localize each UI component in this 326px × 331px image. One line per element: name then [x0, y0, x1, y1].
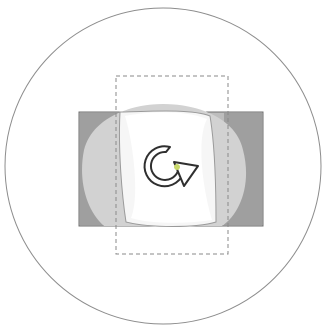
rotate-icon-accent	[174, 164, 180, 170]
rotated-card-inner	[125, 112, 212, 223]
